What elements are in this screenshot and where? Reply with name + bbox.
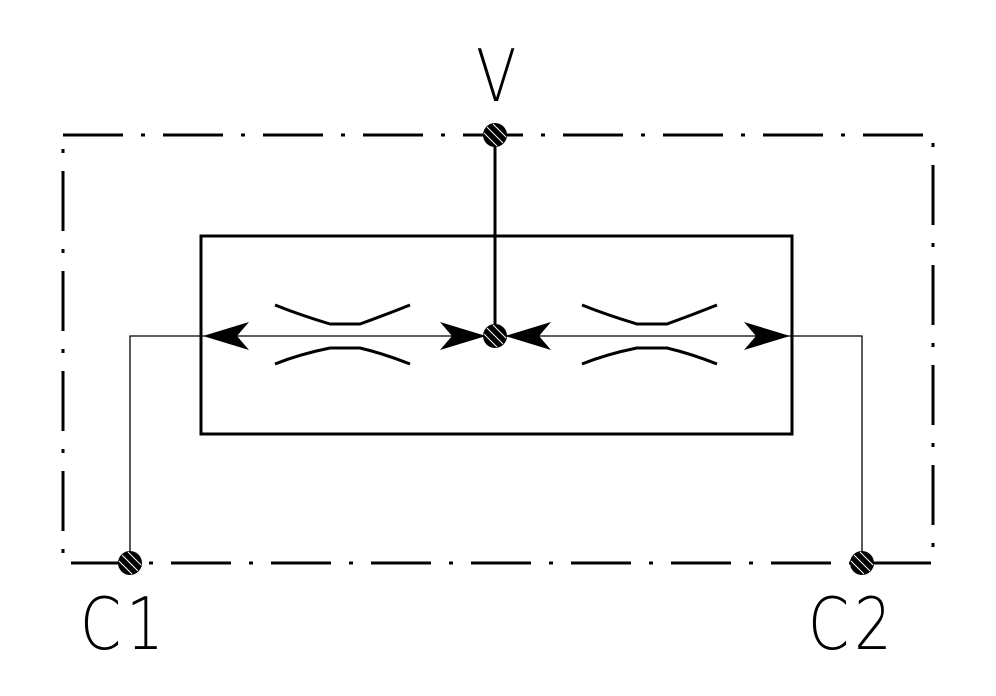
connection-line-c2 <box>792 335 863 563</box>
enclosure-boundary <box>61 133 935 565</box>
restrictor-icon <box>274 303 411 366</box>
arrowhead-center-right <box>505 322 551 350</box>
arrowhead-center-left <box>440 322 486 350</box>
restrictor-icon <box>581 303 718 366</box>
connection-line-c1 <box>129 335 201 563</box>
port-label-v: V <box>476 34 522 118</box>
connection-dot-icon <box>483 123 507 147</box>
connection-dot-icon <box>850 551 874 575</box>
port-label-c2: C2 <box>808 582 897 666</box>
arrowhead-right-outer <box>744 322 790 350</box>
port-label-c1: C1 <box>80 582 169 666</box>
arrowhead-left-outer <box>203 322 249 350</box>
connection-dot-icon <box>118 551 142 575</box>
connection-dot-icon <box>483 324 507 348</box>
